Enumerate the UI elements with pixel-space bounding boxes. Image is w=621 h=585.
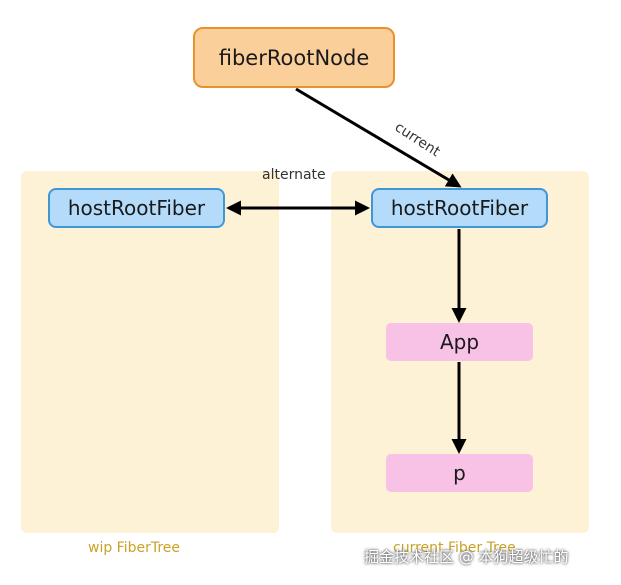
watermark: 掘金技术社区 @ 本狗超级忙的: [364, 548, 569, 566]
wip-host-root-fiber-node: hostRootFiber: [48, 188, 225, 228]
current-host-root-fiber-node: hostRootFiber: [371, 188, 548, 228]
alternate-edge-label: alternate: [262, 167, 326, 183]
current-pointer-arrow: [295, 87, 462, 188]
app-node: App: [386, 323, 533, 361]
current-panel-label: current Fiber Tree: [393, 540, 516, 556]
wip-fiber-tree-panel: [21, 171, 279, 533]
p-node: p: [386, 454, 533, 492]
wip-panel-label: wip FiberTree: [88, 540, 181, 556]
fiber-root-node: fiberRootNode: [193, 27, 395, 88]
